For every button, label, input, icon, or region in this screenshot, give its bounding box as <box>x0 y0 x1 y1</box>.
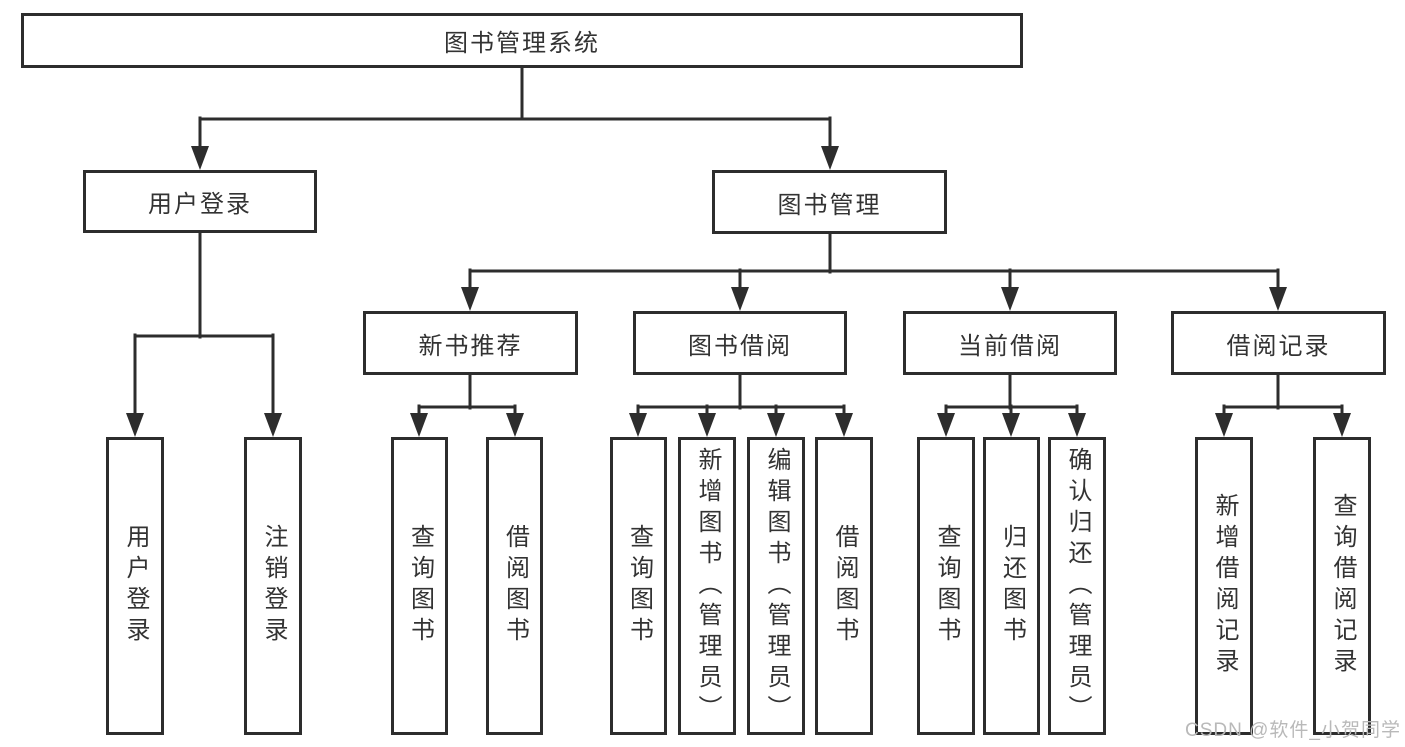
leaf-borrowing-borrow-books-label: 借阅图书 <box>831 524 858 648</box>
leaf-add-borrow-record-label: 新增借阅记录 <box>1211 493 1238 679</box>
node-book-borrowing-label: 图书借阅 <box>688 332 792 360</box>
leaf-query-borrow-record-label: 查询借阅记录 <box>1329 493 1356 679</box>
node-new-book-recommendation-label: 新书推荐 <box>418 332 523 360</box>
leaf-add-book-admin: 新增图书（管理员） <box>678 437 736 735</box>
leaf-recommend-borrow-books-label: 借阅图书 <box>501 524 529 648</box>
node-root-label: 图书管理系统 <box>444 30 600 57</box>
leaf-borrowing-query-books-label: 查询图书 <box>625 524 653 648</box>
leaf-borrowing-borrow-books: 借阅图书 <box>815 437 873 735</box>
node-new-book-recommendation: 新书推荐 <box>363 311 578 375</box>
node-current-borrowing: 当前借阅 <box>903 311 1117 375</box>
csdn-watermark: CSDN @软件_小贺同学 <box>1185 720 1401 741</box>
leaf-return-book-label: 归还图书 <box>998 524 1026 648</box>
leaf-user-login-label: 用户登录 <box>122 524 149 648</box>
leaf-query-borrow-record: 查询借阅记录 <box>1313 437 1371 735</box>
node-borrowing-records: 借阅记录 <box>1171 311 1386 375</box>
leaf-confirm-return-admin-label: 确认归还（管理员） <box>1064 446 1091 726</box>
leaf-recommend-query-books: 查询图书 <box>391 437 448 735</box>
leaf-logout: 注销登录 <box>244 437 302 735</box>
leaf-add-borrow-record: 新增借阅记录 <box>1195 437 1253 735</box>
leaf-current-query-books: 查询图书 <box>917 437 975 735</box>
leaf-add-book-admin-label: 新增图书（管理员） <box>694 446 721 726</box>
leaf-recommend-query-books-label: 查询图书 <box>406 524 434 648</box>
leaf-confirm-return-admin: 确认归还（管理员） <box>1048 437 1106 735</box>
leaf-return-book: 归还图书 <box>983 437 1040 735</box>
leaf-edit-book-admin: 编辑图书（管理员） <box>747 437 805 735</box>
node-book-management: 图书管理 <box>712 170 947 234</box>
node-user-login: 用户登录 <box>83 170 317 233</box>
leaf-logout-label: 注销登录 <box>260 524 287 648</box>
node-borrowing-records-label: 借阅记录 <box>1226 332 1331 360</box>
leaf-recommend-borrow-books: 借阅图书 <box>486 437 543 735</box>
leaf-borrowing-query-books: 查询图书 <box>610 437 667 735</box>
leaf-edit-book-admin-label: 编辑图书（管理员） <box>763 446 790 726</box>
node-book-borrowing: 图书借阅 <box>633 311 847 375</box>
leaf-user-login: 用户登录 <box>106 437 164 735</box>
node-user-login-label: 用户登录 <box>148 191 252 218</box>
node-root: 图书管理系统 <box>21 13 1023 68</box>
leaf-current-query-books-label: 查询图书 <box>933 524 960 648</box>
arrowheads <box>126 146 1351 437</box>
node-book-management-label: 图书管理 <box>777 191 882 219</box>
node-current-borrowing-label: 当前借阅 <box>958 332 1062 360</box>
